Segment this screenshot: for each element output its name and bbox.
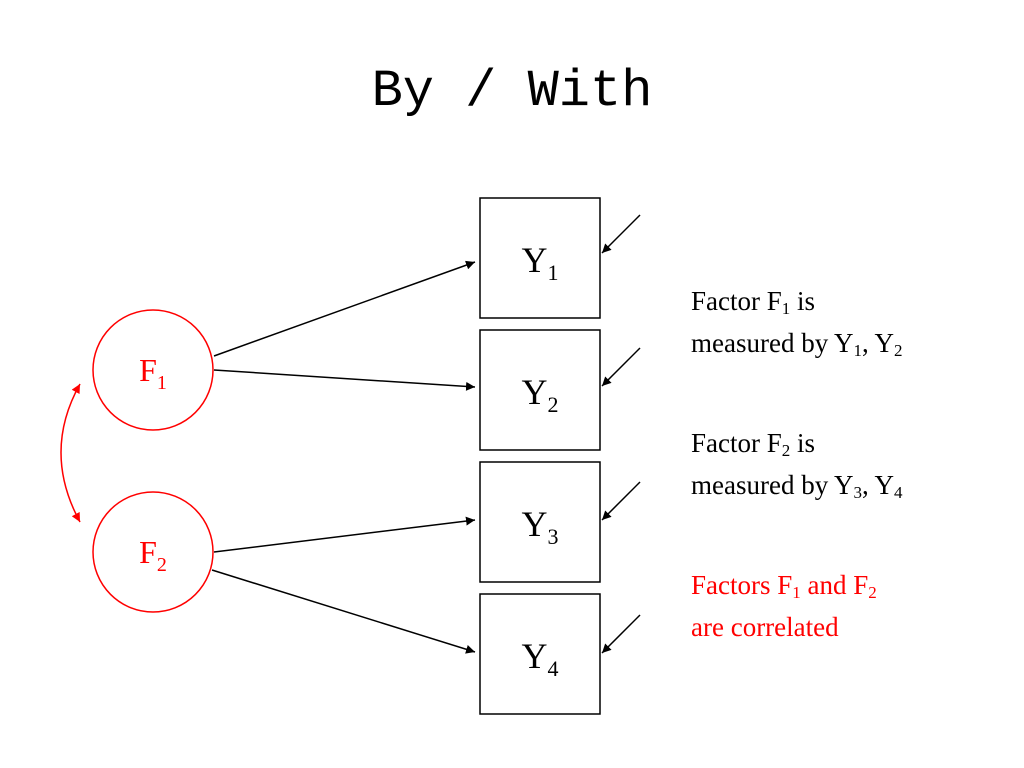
desc-subscript: 1 — [792, 583, 801, 602]
correlation-arrow — [60, 383, 81, 523]
desc-subscript: 1 — [853, 341, 862, 360]
residual-arrow-y1 — [601, 214, 641, 254]
svg-text:Y1: Y1 — [522, 240, 559, 285]
svg-text:F1: F1 — [139, 352, 167, 394]
svg-text:F2: F2 — [139, 534, 167, 576]
indicator-y4-sub: 4 — [548, 656, 559, 681]
svg-text:Y4: Y4 — [522, 636, 559, 681]
path-f1-y2 — [213, 369, 476, 391]
desc-text: is — [790, 428, 816, 458]
desc-text: Factor F — [691, 428, 782, 458]
description-f1: Factor F1 is measured by Y1, Y2 — [691, 280, 902, 364]
description-f1-line2: measured by Y1, Y2 — [691, 322, 902, 364]
desc-text: , Y — [861, 328, 894, 358]
desc-text: and F — [800, 570, 869, 600]
indicator-y2-base: Y — [522, 372, 548, 412]
description-correlation: Factors F1 and F2 are correlated — [691, 564, 877, 648]
desc-subscript: 2 — [781, 441, 791, 460]
indicator-y2-sub: 2 — [548, 392, 559, 417]
description-correlation-line2: are correlated — [691, 606, 877, 648]
desc-text: measured by Y — [691, 328, 854, 358]
path-f2-y4 — [211, 569, 476, 654]
residual-arrow-y3 — [601, 481, 641, 521]
description-f1-line1: Factor F1 is — [691, 280, 902, 322]
factor-f1-base: F — [139, 352, 157, 388]
svg-text:Y2: Y2 — [522, 372, 559, 417]
factor-f1-sub: 1 — [157, 372, 167, 394]
indicator-y3-sub: 3 — [548, 524, 559, 549]
description-f2-line2: measured by Y3, Y4 — [691, 464, 902, 506]
indicator-y1-base: Y — [522, 240, 548, 280]
description-f2-line1: Factor F2 is — [691, 422, 902, 464]
factor-f2-sub: 2 — [157, 554, 167, 576]
indicator-y4-base: Y — [522, 636, 548, 676]
desc-text: Factor F — [691, 286, 782, 316]
factor-f2-base: F — [139, 534, 157, 570]
desc-text: is — [790, 286, 816, 316]
indicator-y1: Y1 — [479, 197, 601, 319]
indicator-y3: Y3 — [479, 461, 601, 583]
path-f2-y3 — [213, 516, 476, 553]
desc-text: , Y — [861, 470, 894, 500]
svg-text:Y3: Y3 — [522, 504, 559, 549]
desc-subscript: 2 — [893, 341, 903, 360]
desc-subscript: 2 — [868, 583, 877, 602]
desc-text: measured by Y — [691, 470, 854, 500]
path-f1-y1 — [213, 260, 476, 357]
desc-subscript: 1 — [781, 299, 791, 318]
desc-text: Factors F — [691, 570, 793, 600]
residual-arrow-y4 — [601, 614, 641, 654]
factor-f1: F1 — [92, 309, 214, 431]
desc-text: are correlated — [691, 612, 839, 642]
residual-arrow-y2 — [601, 347, 641, 387]
desc-subscript: 3 — [853, 483, 862, 502]
indicator-y1-sub: 1 — [548, 260, 559, 285]
description-f2: Factor F2 is measured by Y3, Y4 — [691, 422, 902, 506]
indicator-y3-base: Y — [522, 504, 548, 544]
indicator-y2: Y2 — [479, 329, 601, 451]
indicator-y4: Y4 — [479, 593, 601, 715]
slide-title: By / With — [371, 62, 653, 121]
factor-f2: F2 — [92, 491, 214, 613]
desc-subscript: 4 — [893, 483, 903, 502]
description-correlation-line1: Factors F1 and F2 — [691, 564, 877, 606]
